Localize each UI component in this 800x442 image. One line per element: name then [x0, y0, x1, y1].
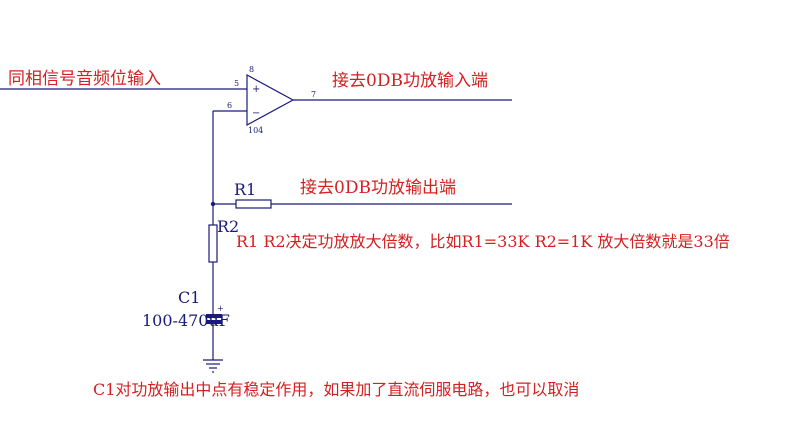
c1-label: C1	[178, 288, 200, 307]
opamp-pin-plus: 5	[234, 79, 239, 88]
r1-resistor	[235, 199, 272, 209]
opamp-pin-minus: 6	[227, 101, 232, 110]
r2-resistor	[208, 224, 218, 263]
c1-note: C1对功放输出中点有稳定作用，如果加了直流伺服电路，也可以取消	[93, 380, 579, 399]
r2-label: R2	[217, 217, 239, 236]
c1-plate-top	[206, 314, 222, 318]
c1-plate-bottom	[206, 320, 222, 324]
opamp-minus-sign: −	[252, 108, 260, 119]
opamp-pin-out: 7	[311, 90, 316, 99]
output-mid-label: 接去0DB功放输出端	[300, 178, 456, 198]
gain-note: R1 R2决定功放放大倍数，比如R1=33K R2=1K 放大倍数就是33倍	[236, 232, 730, 251]
input-label: 同相信号音频位输入	[8, 69, 161, 89]
opamp-pin-bottom: 104	[248, 126, 263, 135]
r1-label: R1	[234, 180, 256, 199]
output-top-label: 接去0DB功放输入端	[332, 71, 488, 91]
opamp-pin-top: 8	[249, 65, 254, 74]
c1-plus-sign: +	[217, 304, 224, 313]
opamp-plus-sign: +	[252, 84, 260, 95]
opamp-symbol	[246, 73, 295, 127]
c1-value: 100-470uF	[142, 311, 230, 330]
